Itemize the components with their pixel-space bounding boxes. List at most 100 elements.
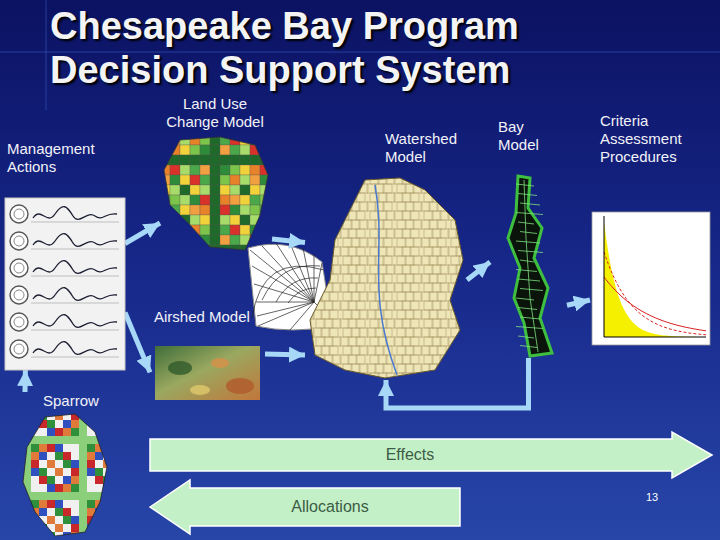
illustration-rect	[71, 468, 79, 476]
illustration-rect	[79, 516, 87, 524]
illustration-rect	[459, 310, 468, 319]
illustration-rect	[324, 355, 333, 364]
illustration-line	[252, 266, 314, 302]
illustration-rect	[402, 355, 411, 364]
actions-panel: Management Actions	[5, 140, 125, 370]
illustration-rect	[260, 195, 270, 205]
illustration-rect	[356, 337, 365, 346]
illustration-rect	[437, 274, 446, 283]
illustration-rect	[397, 202, 406, 211]
illustration-rect	[405, 202, 414, 211]
illustration-rect	[348, 319, 357, 328]
illustration-rect	[240, 225, 250, 235]
illustration-rect	[340, 193, 349, 202]
illustration-rect	[180, 175, 190, 185]
illustration-rect	[429, 346, 438, 355]
illustration-line	[254, 284, 314, 302]
illustration-rect	[448, 355, 457, 364]
illustration-rect	[410, 229, 419, 238]
illustration-rect	[321, 202, 330, 211]
illustration-rect	[359, 238, 368, 247]
illustration-rect	[111, 508, 119, 516]
illustration-rect	[210, 205, 220, 215]
illustration-rect	[316, 373, 325, 382]
illustration-rect	[397, 274, 406, 283]
illustration-rect	[79, 500, 87, 508]
illustration-rect	[321, 364, 330, 373]
illustration-rect	[63, 508, 71, 516]
illustration-rect	[413, 292, 422, 301]
illustration-rect	[410, 301, 419, 310]
illustration-rect	[432, 211, 441, 220]
illustration-rect	[356, 319, 365, 328]
illustration-rect	[170, 195, 180, 205]
illustration-rect	[260, 235, 270, 245]
illustration-rect	[95, 476, 103, 484]
illustration-rect	[39, 500, 47, 508]
illustration-rect	[55, 516, 63, 524]
illustration-rect	[15, 476, 23, 484]
illustration-rect	[356, 265, 365, 274]
illustration-rect	[383, 274, 392, 283]
illustration-rect	[170, 235, 180, 245]
illustration-rect	[111, 452, 119, 460]
illustration-rect	[351, 310, 360, 319]
model-label: Management Actions	[7, 140, 122, 176]
illustration-rect	[210, 225, 220, 235]
illustration-rect	[316, 247, 325, 256]
illustration-rect	[220, 195, 230, 205]
illustration-rect	[410, 247, 419, 256]
illustration-rect	[456, 175, 465, 184]
illustration-rect	[448, 229, 457, 238]
illustration-rect	[394, 229, 403, 238]
illustration-rect	[15, 468, 23, 476]
illustration-rect	[356, 373, 365, 382]
illustration-rect	[405, 292, 414, 301]
illustration-rect	[451, 256, 460, 265]
illustration-rect	[250, 165, 260, 175]
illustration-rect	[459, 184, 468, 193]
illustration-circle	[14, 209, 24, 219]
illustration-rect	[15, 436, 23, 444]
illustration-rect	[429, 364, 438, 373]
illustration-rect	[95, 452, 103, 460]
illustration-rect	[31, 492, 39, 500]
illustration-rect	[63, 460, 71, 468]
illustration-line	[303, 248, 314, 302]
illustration-rect	[240, 145, 250, 155]
illustration-rect	[332, 211, 341, 220]
illustration-rect	[103, 484, 111, 492]
illustration-rect	[413, 256, 422, 265]
illustration-line	[516, 298, 534, 300]
illustration-rect	[432, 175, 441, 184]
illustration-rect	[180, 195, 190, 205]
illustration-rect	[424, 247, 433, 256]
illustration-path	[262, 266, 320, 300]
illustration-rect	[305, 292, 314, 301]
illustration-rect	[424, 283, 433, 292]
illustration-rect	[71, 420, 79, 428]
illustration-rect	[448, 373, 457, 382]
illustration-rect	[410, 211, 419, 220]
illustration-circle	[14, 290, 24, 300]
illustration-rect	[103, 436, 111, 444]
illustration-line	[262, 246, 314, 302]
illustration-rect	[410, 319, 419, 328]
illustration-circle	[10, 232, 28, 250]
illustration-rect	[63, 484, 71, 492]
illustration-rect	[394, 373, 403, 382]
illustration-rect	[200, 165, 210, 175]
model-panel: Watershed Model	[305, 130, 467, 380]
illustration-line	[520, 289, 543, 291]
illustration-rect	[359, 220, 368, 229]
illustration-rect	[348, 229, 357, 238]
illustration-rect	[95, 524, 103, 532]
illustration-rect	[459, 364, 468, 373]
illustration-rect	[343, 184, 352, 193]
illustration-rect	[47, 508, 55, 516]
illustration-rect	[200, 225, 210, 235]
illustration-circle	[14, 236, 24, 246]
illustration-rect	[375, 364, 384, 373]
illustration-rect	[351, 202, 360, 211]
